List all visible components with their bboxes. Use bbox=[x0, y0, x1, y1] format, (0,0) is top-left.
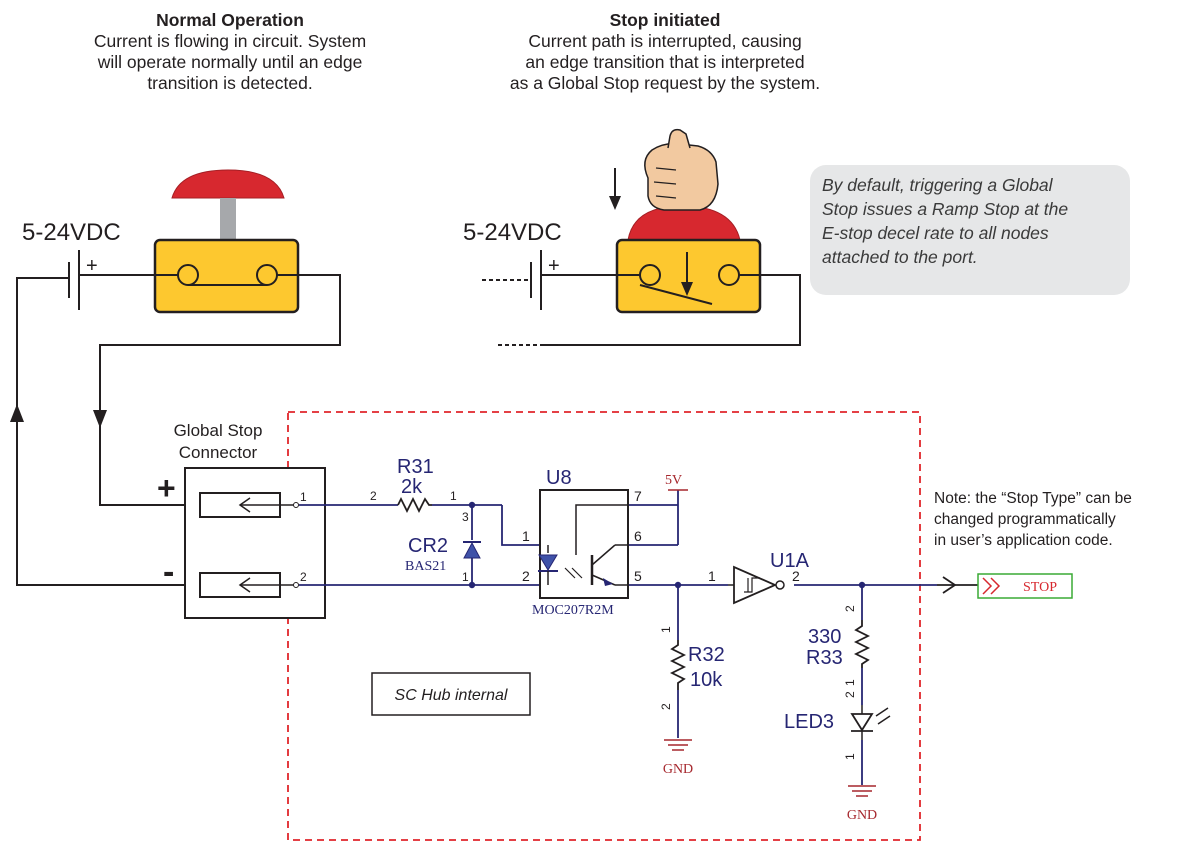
u8-pin-2: 2 bbox=[522, 568, 530, 584]
estop-pressed bbox=[541, 128, 762, 314]
switch-contact-left-pressed bbox=[639, 264, 661, 286]
battery-plus-pressed: + bbox=[548, 255, 560, 277]
ground-2: GND bbox=[847, 785, 877, 823]
r32-value: 10k bbox=[690, 669, 723, 691]
switch-contact-left-normal bbox=[177, 264, 199, 286]
diode-cr2: CR2 BAS21 3 1 bbox=[405, 510, 481, 584]
flow-arrow-up bbox=[10, 404, 24, 422]
global-stop-connector: Global Stop Connector + - 1 2 bbox=[157, 421, 326, 619]
resistor-r31: R31 2k 2 1 bbox=[370, 456, 457, 514]
u8-pin-6: 6 bbox=[634, 528, 642, 544]
normal-operation-title: Normal Operation bbox=[156, 10, 304, 30]
gnd-label-2: GND bbox=[847, 808, 877, 823]
normal-operation-text-1: Current is flowing in circuit. System bbox=[93, 31, 367, 51]
led-led3: LED3 2 1 bbox=[784, 691, 891, 760]
stop-output: STOP bbox=[937, 573, 1073, 599]
cr2-pin-bottom: 1 bbox=[462, 570, 469, 584]
cr2-pin-top: 3 bbox=[462, 510, 469, 524]
r33-value: 330 bbox=[808, 626, 841, 648]
callout-line-3: E-stop decel rate to all nodes bbox=[822, 223, 1049, 243]
connector-title-2: Connector bbox=[179, 443, 258, 462]
cr2-ref: CR2 bbox=[408, 535, 448, 557]
stop-initiated-text-1: Current path is interrupted, causing bbox=[528, 31, 802, 51]
schmitt-inverter-u1a: U1A 1 2 bbox=[708, 550, 810, 605]
supply-voltage-normal: 5-24VDC bbox=[22, 219, 121, 246]
u8-pin-1: 1 bbox=[522, 528, 530, 544]
callout-line-1: By default, triggering a Global bbox=[822, 175, 1053, 195]
normal-loop-wires bbox=[16, 274, 341, 586]
stop-type-note-line-1: Note: the “Stop Type” can be bbox=[934, 490, 1132, 507]
r31-ref: R31 bbox=[397, 456, 434, 478]
r33-pin-top: 2 bbox=[843, 605, 857, 612]
stop-initiated-text-2: an edge transition that is interpreted bbox=[525, 52, 805, 72]
battery-plus-normal: + bbox=[86, 255, 98, 277]
r31-pin-right: 1 bbox=[450, 489, 457, 503]
flow-arrow-down bbox=[93, 410, 107, 428]
cr2-part: BAS21 bbox=[405, 559, 446, 574]
switch-contact-right-pressed bbox=[718, 264, 740, 286]
ground-1: GND bbox=[663, 739, 693, 777]
sc-hub-internal-label-box bbox=[371, 672, 531, 716]
u1a-pin-out: 2 bbox=[792, 568, 800, 584]
r32-ref: R32 bbox=[688, 644, 725, 666]
sc-hub-internal-label: SC Hub internal bbox=[395, 687, 508, 704]
stop-initiated-header: Stop initiated Current path is interrupt… bbox=[470, 10, 860, 94]
stop-type-note-line-3: in user’s application code. bbox=[934, 532, 1113, 549]
sc-hub-boundary bbox=[287, 411, 921, 841]
r32-pin-top: 1 bbox=[659, 626, 673, 633]
stop-type-note: Note: the “Stop Type” can be changed pro… bbox=[934, 488, 1189, 551]
led3-ref: LED3 bbox=[784, 711, 834, 733]
vcc-5v: 5V bbox=[665, 473, 688, 491]
battery-normal: + 5-24VDC bbox=[22, 219, 121, 310]
r31-pin-left: 2 bbox=[370, 489, 377, 503]
r31-value: 2k bbox=[401, 476, 423, 498]
r33-ref: R33 bbox=[806, 647, 843, 669]
estop-button-cap-pressed bbox=[627, 205, 741, 241]
connector-minus: - bbox=[163, 553, 174, 591]
junction-dots bbox=[468, 501, 866, 589]
connector-title-1: Global Stop bbox=[174, 421, 263, 440]
stop-type-note-line-2: changed programmatically bbox=[934, 511, 1116, 528]
stop-port-label: STOP bbox=[1023, 580, 1057, 595]
internal-wires bbox=[299, 490, 937, 785]
normal-operation-text-3: transition is detected. bbox=[147, 73, 313, 93]
connector-plus: + bbox=[157, 470, 176, 506]
led3-pin-bottom: 1 bbox=[843, 753, 857, 760]
stop-initiated-text-3: as a Global Stop request by the system. bbox=[509, 73, 821, 93]
gnd-label-1: GND bbox=[663, 762, 693, 777]
stop-initiated-title: Stop initiated bbox=[609, 10, 721, 30]
default-behavior-callout: By default, triggering a Global Stop iss… bbox=[810, 165, 1130, 295]
u1a-pin-in: 1 bbox=[708, 568, 716, 584]
u8-pin-5: 5 bbox=[634, 568, 642, 584]
resistor-r32: R32 10k 1 2 bbox=[659, 626, 725, 710]
u1a-ref: U1A bbox=[770, 550, 810, 572]
r33-pin-bottom: 1 bbox=[843, 679, 857, 686]
u8-ref: U8 bbox=[546, 467, 572, 489]
r32-pin-bottom: 2 bbox=[659, 703, 673, 710]
optocoupler-u8: U8 MOC207R2M 1 2 5 6 7 bbox=[522, 467, 642, 618]
callout-line-2: Stop issues a Ramp Stop at the bbox=[822, 199, 1069, 219]
normal-operation-header: Normal Operation Current is flowing in c… bbox=[40, 10, 420, 94]
estop-button-cap-normal bbox=[171, 169, 285, 199]
led3-pin-top: 2 bbox=[843, 691, 857, 698]
resistor-r33: 330 R33 2 1 bbox=[806, 605, 871, 686]
u8-part: MOC207R2M bbox=[532, 603, 614, 618]
connector-pin-1: 1 bbox=[300, 490, 307, 504]
normal-operation-text-2: will operate normally until an edge bbox=[97, 52, 363, 72]
battery-pressed: + 5-24VDC bbox=[463, 219, 801, 346]
supply-voltage-pressed: 5-24VDC bbox=[463, 219, 562, 246]
stop-port-box bbox=[977, 573, 1073, 599]
switch-contact-right-normal bbox=[256, 264, 278, 286]
callout-line-4: attached to the port. bbox=[822, 247, 978, 267]
fist-icon bbox=[644, 128, 719, 211]
vcc-label: 5V bbox=[665, 473, 682, 488]
u8-pin-7: 7 bbox=[634, 488, 642, 504]
connector-pin-2: 2 bbox=[300, 570, 307, 584]
estop-normal bbox=[80, 169, 300, 314]
estop-stem-normal bbox=[220, 198, 236, 240]
